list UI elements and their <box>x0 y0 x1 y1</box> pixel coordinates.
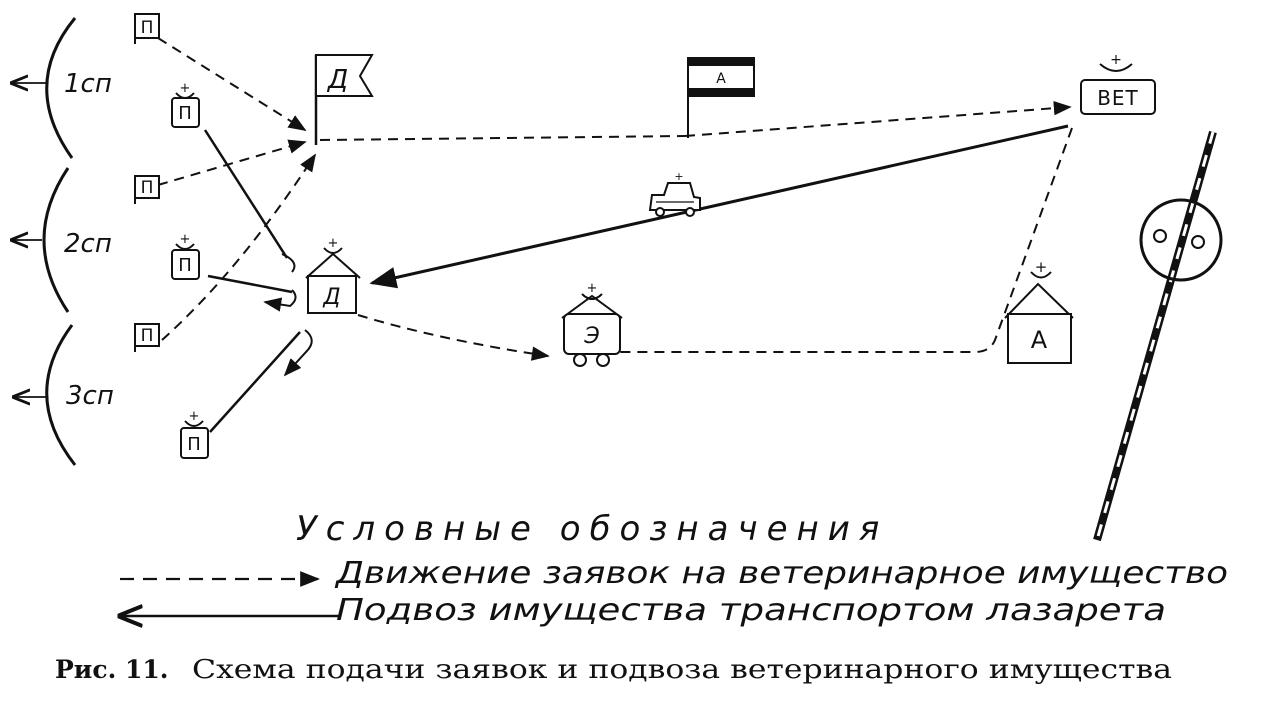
regimental-flag-1-label: П <box>141 18 154 38</box>
regimental-flag-3: П <box>134 323 160 352</box>
regimental-flag-2: П <box>134 175 160 204</box>
cross-icon: + <box>1035 258 1048 276</box>
request-path-p1-to-divflag <box>157 37 307 131</box>
supply-loop-3 <box>283 329 313 377</box>
supply-loop-1 <box>281 253 296 273</box>
cross-icon: + <box>674 170 683 183</box>
regimental-flag-3-label: П <box>141 326 154 346</box>
ambulance-vehicle-icon: + <box>648 170 701 217</box>
request-path-divflag-to-armyflag <box>319 135 686 141</box>
regiment-label-1: 1сп <box>64 69 112 99</box>
request-paths <box>157 37 1073 361</box>
evacuation-unit: + Э <box>561 281 623 367</box>
regimental-vet-point-1-label: П <box>178 103 192 124</box>
cross-icon: + <box>1110 52 1122 68</box>
legend-title: Условные обозначения <box>296 509 888 549</box>
legend-dashed-label: Движение заявок на ветеринарное имуществ… <box>334 556 1228 591</box>
regimental-vet-point-3: + П <box>180 409 209 459</box>
regiment-frontline-1: 1сп <box>12 17 112 159</box>
regimental-vet-point-2-label: П <box>178 255 192 276</box>
regimental-flag-1: П <box>134 13 160 44</box>
cross-icon: + <box>587 281 598 296</box>
figure-caption-text: Схема подачи заявок и подвоза ветеринарн… <box>192 655 1172 685</box>
railway-line <box>1093 130 1217 542</box>
regimental-vet-point-1: + П <box>171 81 200 128</box>
supply-path-p-plus-2 <box>207 274 293 294</box>
regiment-label-2: 2сп <box>64 229 112 259</box>
request-path-p2-to-divflag <box>157 139 307 186</box>
supply-path-p-plus-1 <box>203 129 289 259</box>
veterinary-depot: + ВЕТ <box>1080 52 1156 115</box>
regimental-vet-point-3-label: П <box>187 434 201 455</box>
veterinary-depot-label: ВЕТ <box>1097 86 1139 110</box>
cross-icon: + <box>180 81 191 96</box>
supply-path-vet-to-divpost <box>369 124 1069 289</box>
regimental-flag-2-label: П <box>141 178 154 198</box>
cross-icon: + <box>328 236 339 251</box>
request-path-armyflag-to-vet <box>684 101 1072 137</box>
supply-path-p-plus-3 <box>209 331 301 433</box>
division-flag-label: Д <box>327 65 348 95</box>
request-path-divpost-to-evac <box>357 314 550 361</box>
army-flag: А <box>687 57 755 138</box>
supply-loop-2 <box>263 289 297 312</box>
supply-paths <box>203 124 1069 433</box>
legend-solid-label: Подвоз имущества транспортом лазарета <box>336 593 1166 628</box>
army-vet-post: + А <box>1004 258 1074 364</box>
division-flag: Д <box>314 54 374 145</box>
railway-station-icon <box>1139 198 1223 282</box>
division-vet-post-label: Д <box>322 285 340 310</box>
cross-icon: + <box>189 409 200 424</box>
legend: Условные обозначения Движение заявок на … <box>120 509 1228 628</box>
request-path-vet-to-evac <box>612 127 1073 353</box>
request-path-p3-to-divflag <box>161 153 316 341</box>
army-vet-post-label: А <box>1031 326 1048 354</box>
cross-icon: + <box>180 232 191 247</box>
regimental-vet-point-2: + П <box>171 232 200 280</box>
regiment-frontline-2: 2сп <box>12 167 112 313</box>
figure-caption-prefix: Рис. 11. <box>55 655 168 684</box>
evacuation-unit-label: Э <box>583 324 599 349</box>
division-vet-post: + Д <box>305 236 361 314</box>
figure-caption: Рис. 11. Схема подачи заявок и подвоза в… <box>55 655 1172 685</box>
regiment-label-3: 3сп <box>66 381 114 411</box>
regiment-frontline-3: 3сп <box>14 324 114 466</box>
army-flag-label: А <box>716 71 726 87</box>
